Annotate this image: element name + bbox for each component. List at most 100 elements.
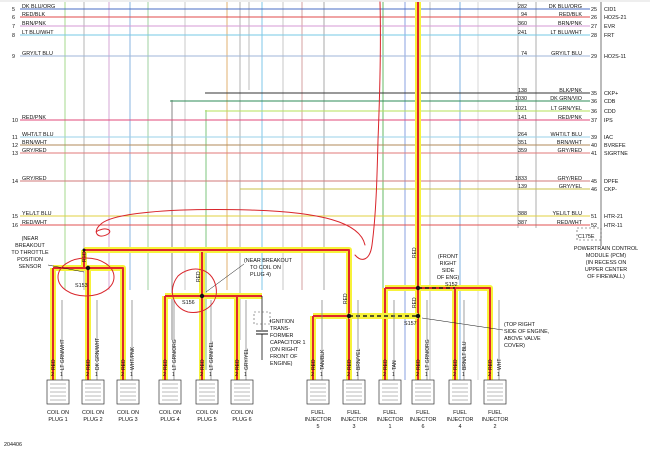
pcm-signal-name: HTR-11 — [604, 223, 622, 229]
component-name: COIL ON — [159, 410, 181, 416]
pcm-wire-color: BRN/WHT — [557, 140, 583, 146]
component-name: 5 — [317, 424, 320, 430]
component-name: PLUG 2 — [83, 417, 102, 423]
pcm-wire-color: RED/PNK — [558, 115, 582, 121]
left-row-number: 12 — [12, 143, 18, 149]
wire-color-label: LT GRN/ORG — [425, 339, 431, 370]
splice-s157: S157 — [404, 321, 417, 327]
pin-number: 1 — [425, 372, 428, 378]
wire-color-label: BRN/LT BLU — [462, 341, 468, 370]
wire-color-label: DK GRN/WHT — [95, 338, 101, 370]
svg-text:SENSOR: SENSOR — [19, 264, 42, 270]
pcm-wire-color: GRY/RED — [558, 176, 583, 182]
wire-color-label: RED — [86, 359, 92, 370]
pin-number: 1 — [392, 372, 395, 378]
left-row-number: 7 — [12, 24, 15, 30]
splice-points — [82, 248, 421, 319]
wire-color-label: WHT/PNK — [130, 346, 136, 370]
component-name: COIL ON — [196, 410, 218, 416]
pcm-pin-number: 39 — [591, 135, 597, 141]
pcm-circuit-number: 388 — [518, 211, 527, 217]
pcm-pin-number: 52 — [591, 223, 597, 229]
left-row-color: DK BLU/ORG — [22, 4, 55, 10]
pcm-circuit-number: 282 — [518, 4, 527, 10]
left-row-color: RED/BLK — [22, 12, 45, 18]
wire-color-label: GRY/YEL — [244, 348, 250, 370]
pcm-wire-color: LT BLU/WHT — [550, 30, 582, 36]
svg-text:RED: RED — [412, 247, 418, 258]
component-name: COIL ON — [82, 410, 104, 416]
svg-text:RED: RED — [412, 297, 418, 308]
pcm-signal-name: FRT — [604, 33, 615, 39]
component-name: PLUG 1 — [48, 417, 67, 423]
left-row-number: 16 — [12, 223, 18, 229]
pcm-wire-color: GRY/LT BLU — [551, 51, 582, 57]
pcm-signal-name: EVR — [604, 24, 615, 30]
svg-text:FRONT OF: FRONT OF — [270, 354, 298, 360]
svg-text:COVER): COVER) — [504, 343, 525, 349]
component-name: INJECTOR — [305, 417, 332, 423]
component-name: COIL ON — [117, 410, 139, 416]
left-row-color: RED/PNK — [22, 115, 46, 121]
left-row-color: YEL/LT BLU — [22, 211, 52, 217]
pin-number: 1 — [462, 372, 465, 378]
svg-text:(NEAR BREAKOUT: (NEAR BREAKOUT — [244, 258, 293, 264]
component-name: INJECTOR — [377, 417, 404, 423]
component-name: FUEL — [453, 410, 467, 416]
svg-text:OF FIREWALL): OF FIREWALL) — [587, 274, 625, 280]
component-name: INJECTOR — [341, 417, 368, 423]
svg-text:RED: RED — [343, 293, 349, 304]
splice-s152: S152 — [445, 282, 458, 288]
pin-number: 2 — [416, 372, 419, 378]
pcm-signal-name: CID1 — [604, 7, 616, 13]
pcm-pin-number: 27 — [591, 24, 597, 30]
component-name: PLUG 3 — [118, 417, 137, 423]
component-name: 4 — [459, 424, 462, 430]
pin-number: 2 — [51, 372, 54, 378]
pcm-circuit-number: 387 — [518, 220, 527, 226]
wire-color-label: TAN — [392, 360, 398, 370]
pin-number: 2 — [121, 372, 124, 378]
left-row-number: 11 — [12, 135, 18, 141]
svg-text:POSITION: POSITION — [17, 257, 43, 263]
wire-color-label: RED — [488, 359, 494, 370]
svg-text:PLUG 4): PLUG 4) — [250, 272, 271, 278]
svg-text:IGNITION: IGNITION — [270, 319, 294, 325]
pcm-circuit-number: 141 — [518, 115, 527, 121]
pcm-pin-number: 36 — [591, 109, 597, 115]
pcm-wire-color: BLK/PNK — [559, 88, 582, 94]
pcm-signal-name: CDB — [604, 99, 616, 105]
left-row-number: 14 — [12, 179, 18, 185]
note-front-right: (FRONT RIGHT SIDE OF ENG) — [437, 254, 460, 281]
wire-color-label: RED — [453, 359, 459, 370]
pin-number: 2 — [311, 372, 314, 378]
pin-number: 1 — [130, 372, 133, 378]
pcm-signal-name: IAC — [604, 135, 613, 141]
component-name: 3 — [353, 424, 356, 430]
svg-text:MODULE (PCM): MODULE (PCM) — [586, 253, 626, 259]
pcm-signal-name: BVREFE — [604, 143, 626, 149]
left-row-color: BRN/PNK — [22, 21, 46, 27]
pcm-pin-number: 37 — [591, 118, 597, 124]
pcm-pin-number: 45 — [591, 179, 597, 185]
component-name: COIL ON — [231, 410, 253, 416]
left-row-color: LT BLU/WHT — [22, 30, 54, 36]
svg-text:POWERTRAIN CONTROL: POWERTRAIN CONTROL — [574, 246, 638, 252]
pcm-circuit-number: 138 — [518, 88, 527, 94]
pcm-pin-number: 40 — [591, 143, 597, 149]
component-name: 6 — [422, 424, 425, 430]
component-name: 1 — [389, 424, 392, 430]
svg-text:TO THROTTLE: TO THROTTLE — [11, 250, 49, 256]
wire-color-label: RED — [235, 359, 241, 370]
pin-number: 2 — [200, 372, 203, 378]
left-row-color: GRY/LT BLU — [22, 51, 53, 57]
pcm-wire-color: BRN/PNK — [558, 21, 582, 27]
